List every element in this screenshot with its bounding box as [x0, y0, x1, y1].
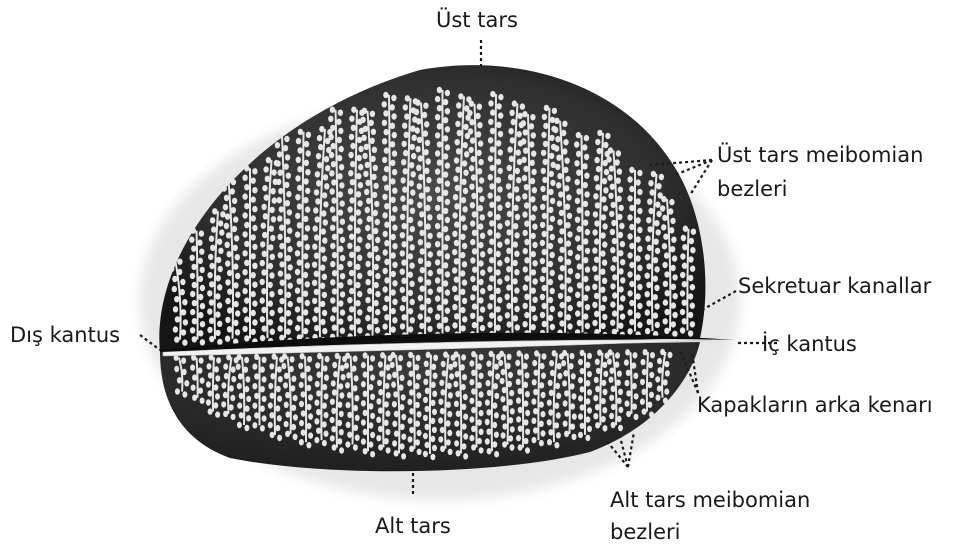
lower-gland: [578, 350, 592, 441]
label-dis-kantus: Dış kantus: [10, 321, 120, 349]
label-ust-tars: Üst tars: [436, 6, 518, 34]
label-ic-kantus: İç kantus: [762, 330, 857, 358]
label-ust-tars-meibomian-line1: Üst tars meibomian: [717, 141, 923, 169]
label-alt-tars-meibomian-line1: Alt tars meibomian: [610, 486, 810, 514]
label-ust-tars-meibomian-line2: bezleri: [717, 175, 788, 203]
label-alt-tars: Alt tars: [375, 512, 451, 540]
label-kapaklarin-arka-kenari: Kapakların arka kenarı: [697, 391, 933, 419]
label-alt-tars-meibomian-line2: bezleri: [610, 518, 681, 546]
label-sekretuar-kanallar: Sekretuar kanallar: [738, 272, 931, 300]
